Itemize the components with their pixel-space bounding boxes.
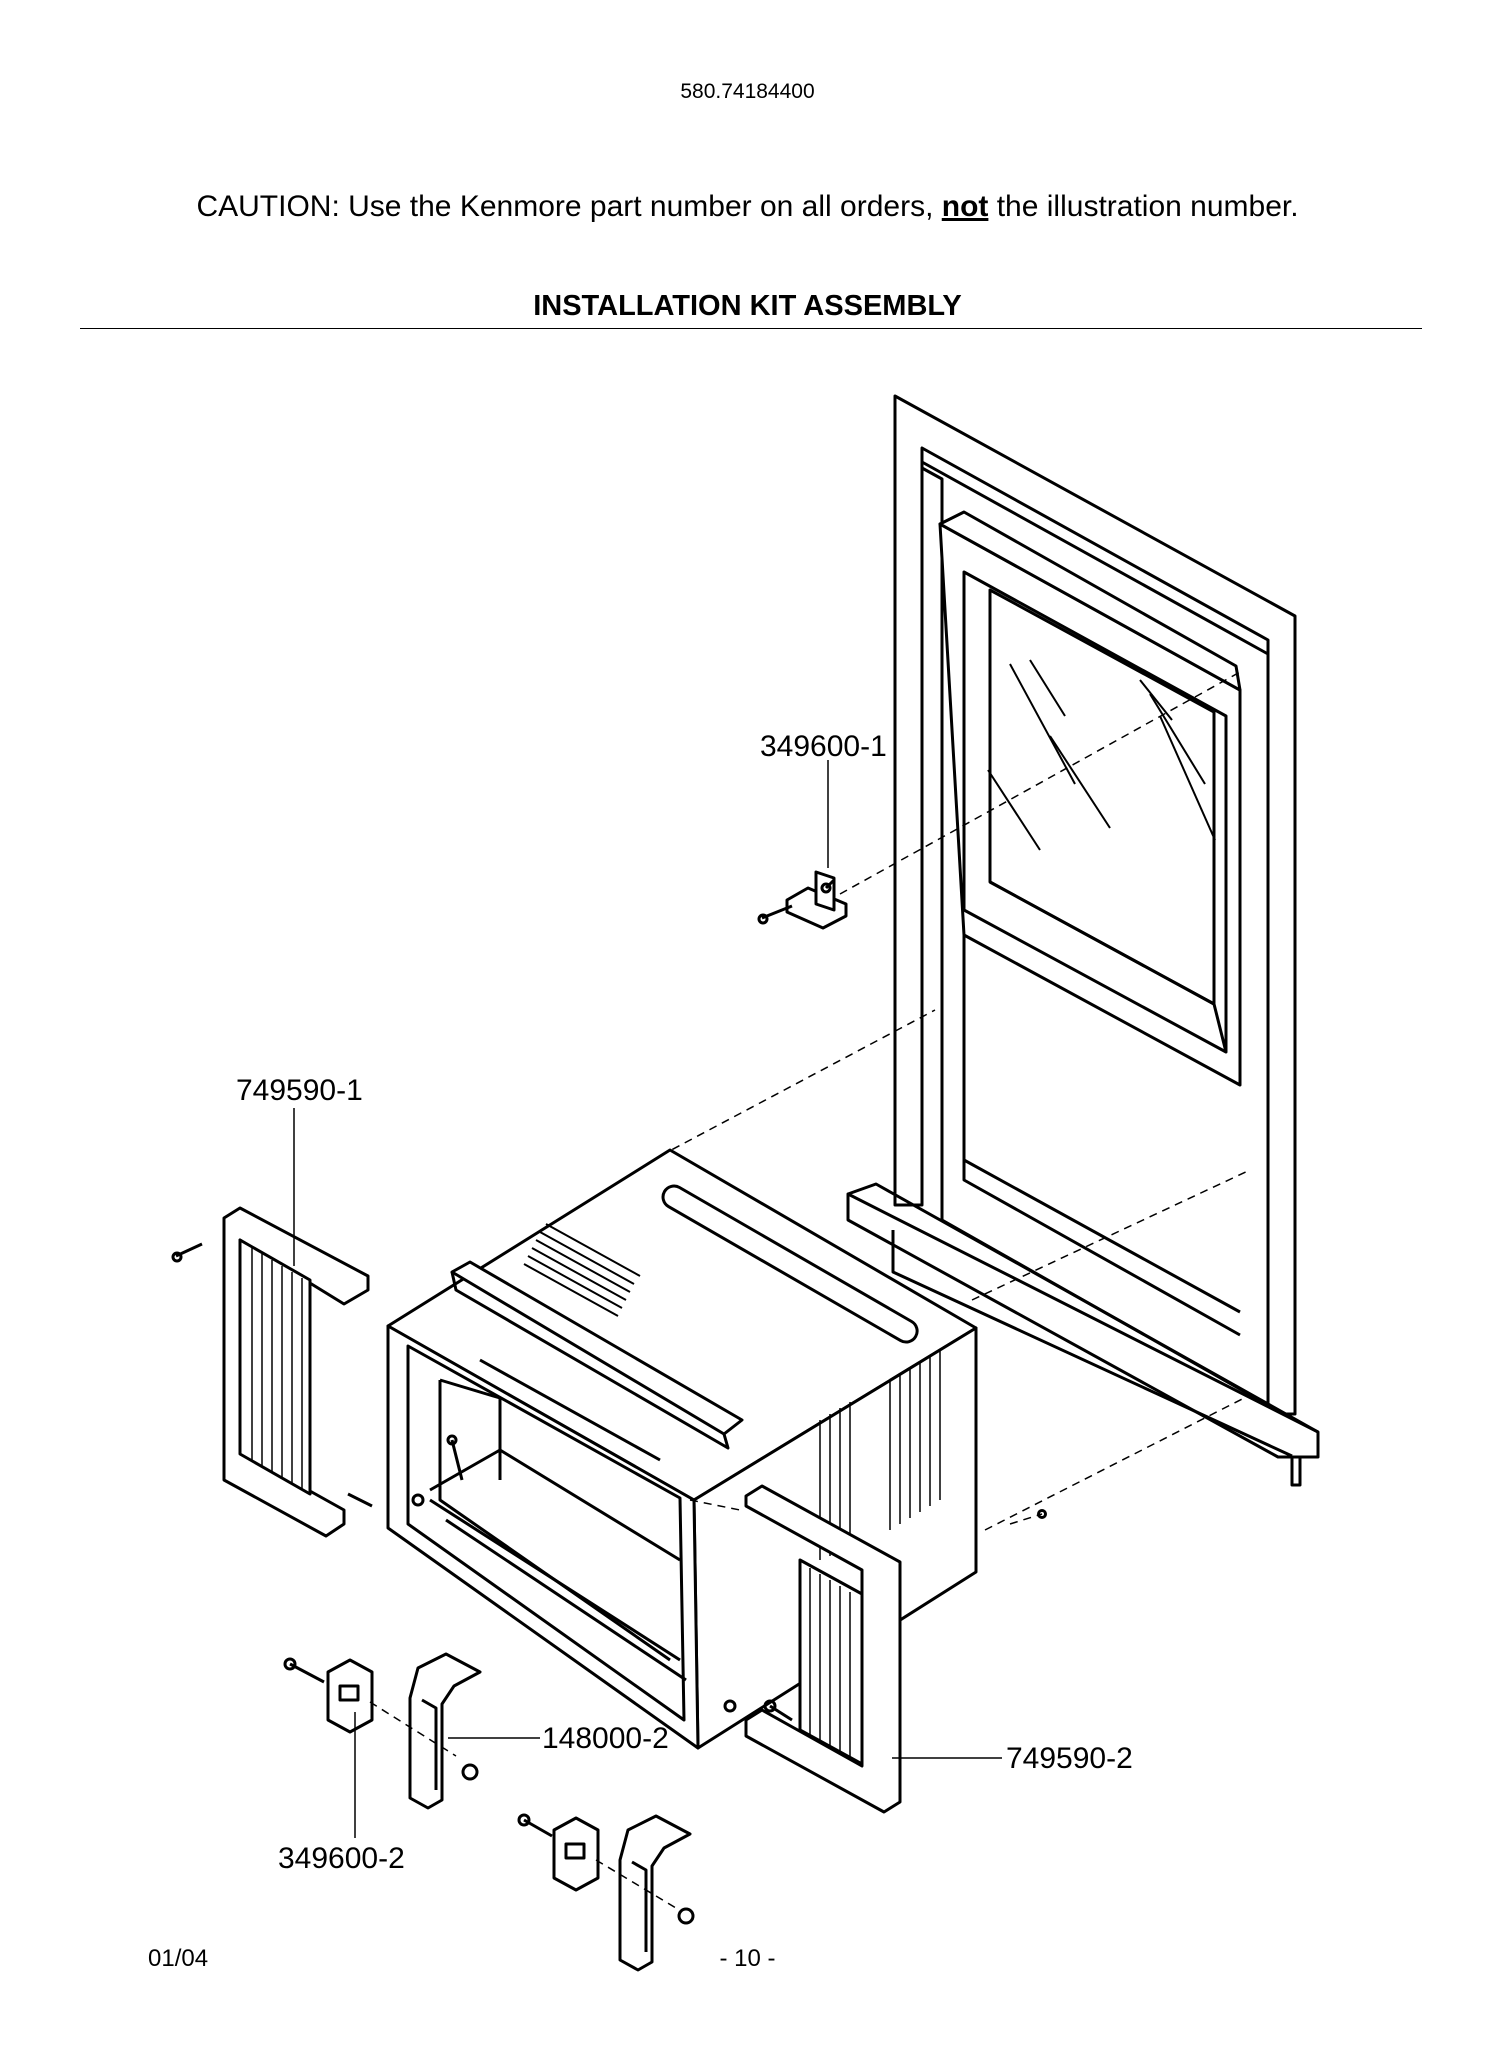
callout-749590-1: 749590-1 xyxy=(236,1074,363,1107)
window-frame xyxy=(846,394,1320,1487)
callout-749590-2: 749590-2 xyxy=(1006,1742,1133,1775)
caution-note: CAUTION: Use the Kenmore part number on … xyxy=(0,190,1495,224)
caution-suffix: the illustration number. xyxy=(988,190,1299,223)
section-title: INSTALLATION KIT ASSEMBLY xyxy=(533,290,962,322)
left-side-curtain-panel xyxy=(171,1206,373,1538)
upper-window-bracket xyxy=(757,870,848,930)
sill-support-bracket-front xyxy=(408,1652,482,1810)
page-number: - 10 - xyxy=(719,1945,776,1972)
alignment-lines xyxy=(369,671,1251,1909)
callout-148000-2: 148000-2 xyxy=(542,1722,669,1755)
ac-cabinet xyxy=(386,1148,978,1750)
title-divider xyxy=(80,328,1422,329)
right-side-curtain-panel xyxy=(744,1484,902,1814)
upper-window-sash xyxy=(938,510,1242,1087)
sill-support-clip-rear xyxy=(517,1813,600,1892)
caution-emphasis: not xyxy=(941,190,989,223)
callout-349600-2: 349600-2 xyxy=(278,1842,405,1875)
lower-window-sash xyxy=(941,935,1269,1407)
model-number: 580.74184400 xyxy=(680,80,815,103)
sill-support-bracket-rear xyxy=(618,1814,695,1972)
glass-reflection xyxy=(987,659,1216,851)
footer-date: 01/04 xyxy=(148,1945,209,1972)
sill-support-clip-front xyxy=(283,1657,374,1734)
callout-349600-1: 349600-1 xyxy=(760,730,887,763)
leader-lines xyxy=(293,760,1002,1838)
caution-prefix: CAUTION: Use the Kenmore part number on … xyxy=(196,190,942,223)
